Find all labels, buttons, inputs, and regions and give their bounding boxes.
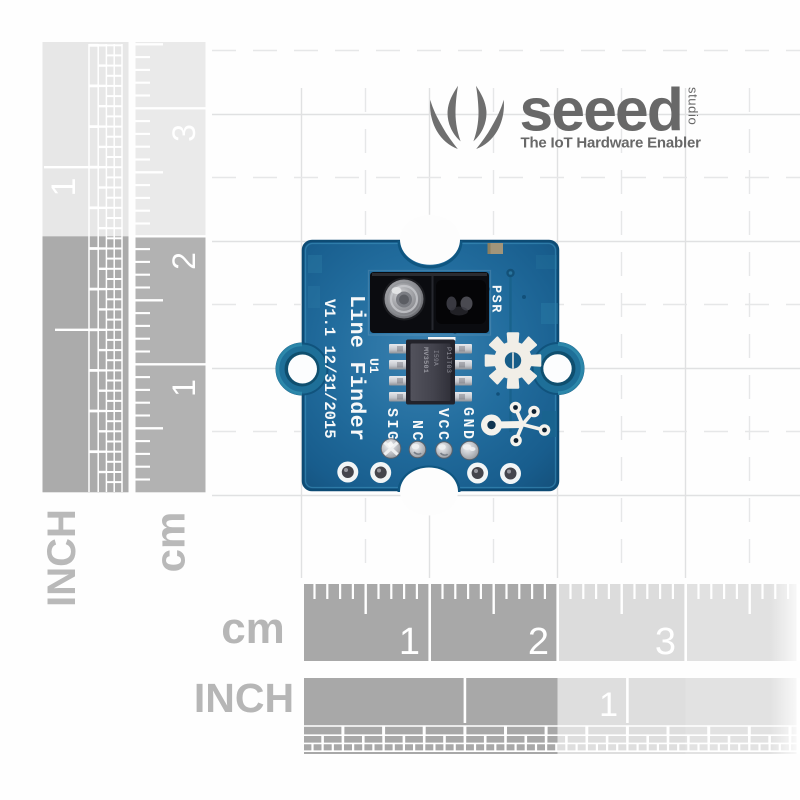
svg-text:cm: cm: [221, 604, 285, 653]
svg-text:V1.1 12/31/2015: V1.1 12/31/2015: [320, 299, 338, 439]
svg-text:seeed: seeed: [520, 76, 683, 144]
svg-text:2: 2: [166, 252, 202, 270]
svg-text:U1: U1: [366, 358, 381, 374]
svg-text:1: 1: [399, 621, 420, 663]
svg-text:3: 3: [166, 124, 202, 142]
svg-text:SIG: SIG: [383, 408, 400, 443]
svg-text:The IoT Hardware Enabler: The IoT Hardware Enabler: [521, 135, 702, 152]
svg-text:PSR: PSR: [488, 285, 503, 314]
svg-text:NC: NC: [408, 420, 425, 443]
svg-text:I59A: I59A: [432, 350, 439, 366]
svg-text:studio: studio: [686, 87, 701, 125]
svg-text:VCC: VCC: [434, 408, 451, 443]
svg-text:1: 1: [45, 178, 83, 197]
svg-text:P1JT03: P1JT03: [444, 347, 452, 373]
svg-text:Line Finder: Line Finder: [344, 295, 368, 441]
svg-text:INCH: INCH: [194, 675, 294, 721]
svg-text:1: 1: [166, 379, 202, 397]
svg-text:GND: GND: [459, 407, 476, 442]
svg-text:MV3501: MV3501: [421, 347, 429, 373]
svg-text:cm: cm: [147, 512, 194, 573]
svg-text:1: 1: [599, 686, 618, 724]
svg-text:INCH: INCH: [40, 509, 84, 607]
svg-text:2: 2: [528, 621, 549, 663]
svg-text:3: 3: [655, 621, 676, 663]
